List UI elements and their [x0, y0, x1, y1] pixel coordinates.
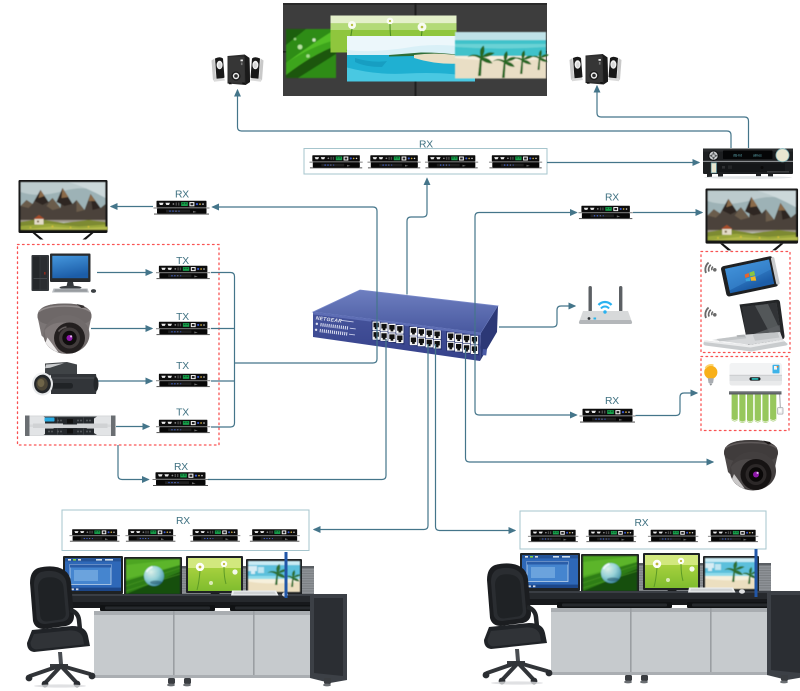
svg-text:RX: RX [175, 190, 189, 201]
svg-text:RX: RX [635, 518, 649, 529]
svg-text:TX: TX [176, 361, 189, 372]
svg-text:TX: TX [176, 312, 189, 323]
svg-text:RX: RX [605, 396, 619, 407]
svg-text:dts-hd: dts-hd [733, 154, 742, 158]
svg-text:RX: RX [605, 193, 619, 204]
svg-text:TX: TX [176, 256, 189, 267]
svg-text:RX: RX [419, 140, 433, 151]
svg-text:atmos: atmos [753, 154, 762, 158]
svg-text:NETGEAR: NETGEAR [315, 316, 342, 325]
svg-text:RX: RX [174, 462, 188, 473]
svg-text:RX: RX [176, 516, 190, 527]
svg-text:TX: TX [176, 408, 189, 419]
